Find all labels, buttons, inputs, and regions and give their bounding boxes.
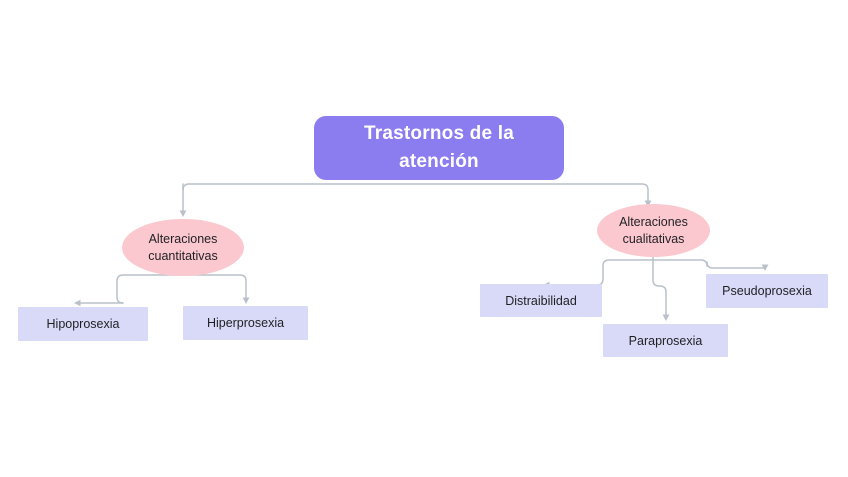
leaf-node-label: Pseudoprosexia — [722, 284, 812, 298]
root-node-trastornos-de-la-atencion[interactable]: Trastornos de la atención — [314, 116, 564, 180]
branch-node-alteraciones-cualitativas[interactable]: Alteraciones cualitativas — [597, 204, 710, 257]
leaf-node-label: Distraibilidad — [505, 293, 577, 308]
edge-cuantitativas-bus — [116, 274, 247, 304]
leaf-node-hipoprosexia[interactable]: Hipoprosexia — [18, 307, 148, 341]
edge-cualitativas-middle-leg — [652, 256, 667, 319]
branch-node-label: Alteraciones cualitativas — [619, 214, 688, 246]
leaf-node-label: Paraprosexia — [628, 333, 703, 348]
leaf-node-pseudoprosexia[interactable]: Pseudoprosexia — [706, 274, 828, 308]
arrowhead-to-cuantitativas — [179, 210, 187, 217]
leaf-node-hiperprosexia[interactable]: Hiperprosexia — [183, 306, 308, 340]
leaf-node-label: Hipoprosexia — [46, 317, 120, 331]
arrowhead-to-pseudoprosexia — [761, 264, 769, 271]
leaf-node-label: Hiperprosexia — [206, 316, 285, 330]
leaf-node-distraibilidad[interactable]: Distraibilidad — [480, 284, 602, 317]
leaf-node-paraprosexia[interactable]: Paraprosexia — [603, 324, 728, 357]
arrowhead-to-hipoprosexia — [74, 299, 81, 307]
arrowhead-to-hiperprosexia — [242, 297, 250, 304]
root-node-label: Trastornos de la atención — [364, 123, 514, 172]
arrowhead-to-paraprosexia — [662, 314, 670, 321]
branch-node-label: Alteraciones cuantitativas — [148, 231, 218, 263]
edge-root-horizontal — [182, 183, 649, 205]
branch-node-alteraciones-cuantitativas[interactable]: Alteraciones cuantitativas — [122, 219, 244, 276]
edge-cualitativas-right-leg — [652, 259, 766, 269]
edge-cualitativas-left-leg — [546, 259, 654, 286]
